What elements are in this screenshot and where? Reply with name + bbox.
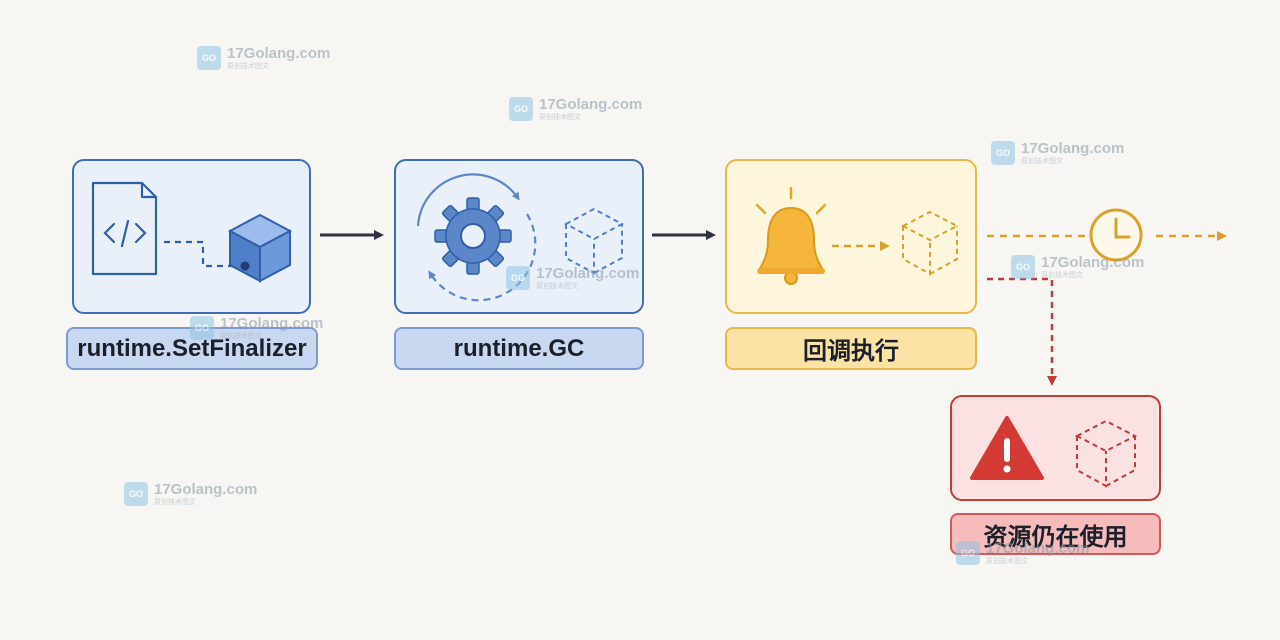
dashed-cube-icon [900,210,960,276]
watermark-logo-icon: GO [1011,255,1035,279]
watermark-logo-icon: GO [506,266,530,290]
watermark-logo-icon: GO [124,482,148,506]
watermark-logo-icon: GO [991,141,1015,165]
cycle-arrows-icon [416,173,537,302]
watermark-logo-icon: GO [197,46,221,70]
watermark-logo-icon: GO [190,316,214,340]
step-label-resource-in-use: 资源仍在使用 [950,513,1161,555]
clock-icon [1089,208,1143,262]
watermark-logo-icon: GO [509,97,533,121]
dashed-cube-icon [563,207,625,275]
step-label-callback: 回调执行 [725,327,977,370]
gear-icon [434,197,512,275]
step-label-gc: runtime.GC [394,327,644,370]
bell-icon [755,186,827,285]
code-file-icon [91,181,158,276]
resource-branch-arrow [987,277,1057,386]
step-box-resource-in-use [950,395,1161,501]
solid-cube-icon [227,213,293,283]
warning-icon [970,416,1044,480]
watermark-logo-icon: GO [956,541,980,565]
dashed-cube-icon [1074,419,1138,488]
